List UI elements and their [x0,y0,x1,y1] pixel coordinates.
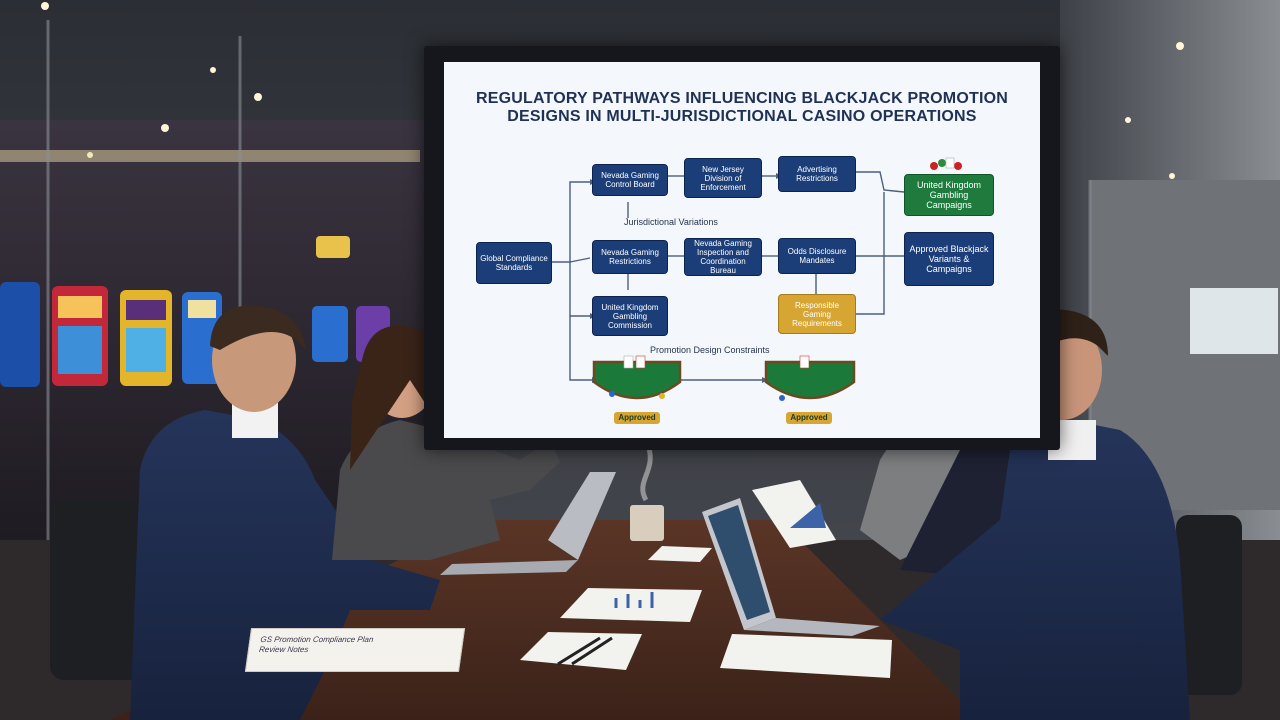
coffee-mug [630,505,664,541]
node-uk-campaigns: United Kingdom Gambling Campaigns [904,174,994,216]
node-nevada-board: Nevada Gaming Control Board [592,164,668,196]
notebook-left: GS Promotion Compliance Plan Review Note… [244,628,466,672]
label-jurisdictional: Jurisdictional Variations [624,217,718,227]
blackjack-table-left [592,355,682,400]
paper-held [752,480,836,548]
wall-monitor [1190,288,1278,354]
paper-small [648,546,712,562]
chair-left [50,500,145,680]
label-promotion-constraints: Promotion Design Constraints [650,345,770,355]
node-advertising: Advertising Restrictions [778,156,856,192]
node-approved-variants: Approved Blackjack Variants & Campaigns [904,232,994,286]
approved-badge-right: Approved [786,412,832,424]
node-nevada-restrictions: Nevada Gaming Restrictions [592,240,668,274]
person-man-left [130,305,440,720]
paper-right [720,634,892,678]
laptop-right [702,498,880,636]
node-global-compliance: Global Compliance Standards [476,242,552,284]
person-woman-presenter [332,325,612,560]
slot-machines [0,236,390,387]
presentation-screen: REGULATORY PATHWAYS INFLUENCING BLACKJAC… [444,62,1040,438]
blackjack-table-right [764,355,856,401]
node-new-jersey: New Jersey Division of Enforcement [684,158,762,198]
paper-chart [560,588,702,622]
approved-badge-left: Approved [614,412,660,424]
laptop-left [440,472,616,575]
chips-icon [930,157,962,170]
node-odds-disclosure: Odds Disclosure Mandates [778,238,856,274]
slide-title-line2: DESIGNS IN MULTI-JURISDICTIONAL CASINO O… [507,108,977,125]
chair-right [1176,515,1242,695]
slide-title-line1: REGULATORY PATHWAYS INFLUENCING BLACKJAC… [476,90,1008,107]
node-inspection-bureau: Nevada Gaming Inspection and Coordinatio… [684,238,762,276]
notebook-left-text: GS Promotion Compliance Plan Review Note… [258,635,375,654]
node-uk-commission: United Kingdom Gambling Commission [592,296,668,336]
node-responsible-gaming: Responsible Gaming Requirements [778,294,856,334]
